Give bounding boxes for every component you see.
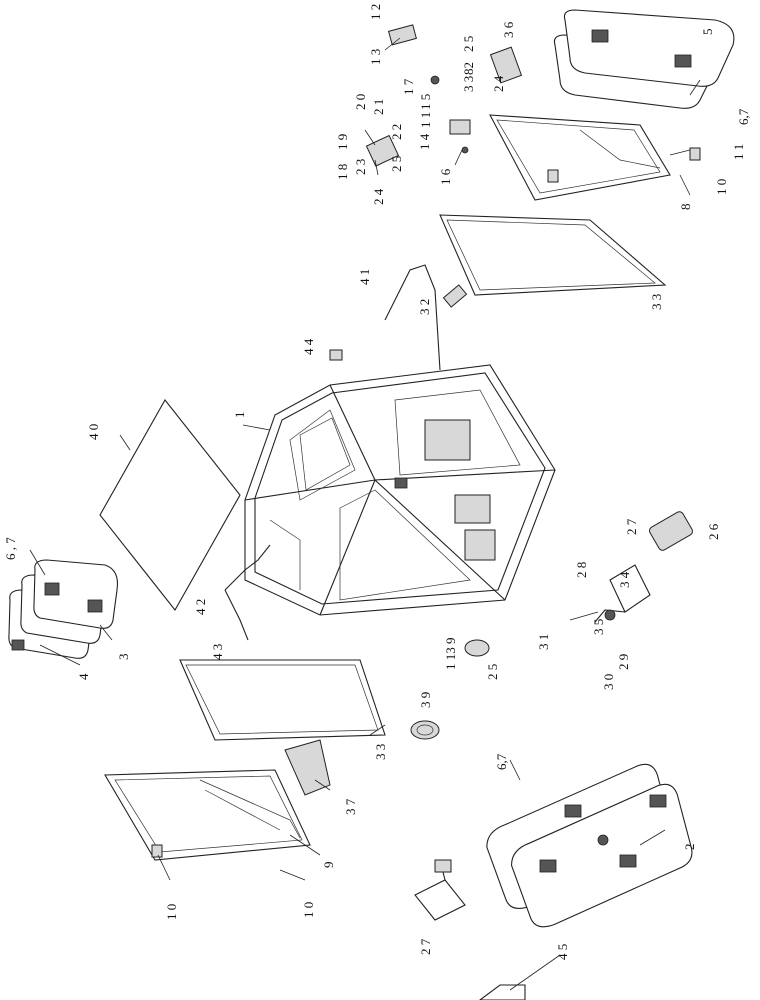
label-3: 3 [116, 654, 131, 661]
label-2-rear: 2 [682, 844, 697, 851]
side-window-seal-right [439, 214, 667, 296]
leader-lines [29, 79, 701, 881]
label-13: 1 3 [368, 49, 383, 65]
label-31: 3 1 [536, 634, 551, 650]
mirror-39-upper [464, 639, 490, 657]
label-18-19: 1 8 [335, 164, 350, 180]
label-34: 3 4 [617, 571, 632, 588]
mirror-39 [410, 720, 440, 740]
cab-frame [244, 364, 556, 616]
label-25-mid: 2 5 [389, 156, 404, 172]
label-42: 4 2 [193, 599, 208, 615]
label-24-mid: 2 4 [371, 188, 386, 205]
handrail-42 [224, 544, 271, 591]
door-right [489, 114, 701, 201]
part-labels: 1 4 0 6 , 7 6 , 7 4 3 4 2 4 3 3 3 3 9 1 … [3, 4, 751, 960]
label-33-lower: 3 3 [373, 744, 388, 760]
label-41: 4 1 [357, 269, 372, 285]
label-44: 4 4 [301, 338, 316, 355]
label-45: 4 5 [555, 944, 570, 960]
label-6-7-upper: 6,7 [736, 108, 751, 125]
roof-panel [99, 399, 241, 611]
side-window-seal-left [179, 659, 386, 741]
label-10-left-b: 1 0 [301, 902, 316, 918]
label-40: 4 0 [86, 424, 101, 440]
door-left [104, 769, 311, 861]
rear-glass-panel [486, 763, 693, 928]
bracket-37 [284, 739, 331, 796]
label-10-right: 1 0 [714, 179, 729, 195]
label-23: 2 3 [353, 159, 368, 175]
label-27-right: 2 7 [624, 518, 639, 535]
label-4: 4 [76, 673, 91, 680]
left-glass-panels [8, 559, 119, 659]
label-11: 1 1 [731, 144, 746, 160]
label-24-upper: 2 4 [491, 75, 506, 92]
label-43: 4 3 [210, 644, 225, 660]
label-29: 2 9 [616, 654, 631, 670]
label-32: 3 2 [417, 299, 432, 315]
label-17: 1 7 [401, 78, 416, 95]
label-20: 2 0 [353, 94, 368, 110]
label-15-upper: 1 5 [418, 94, 433, 110]
label-37: 3 7 [343, 798, 358, 815]
small-hardware-upper [329, 24, 523, 361]
label-22: 2 2 [389, 124, 404, 140]
label-14: 1 4 [417, 133, 432, 150]
label-25-upper: 2 5 [461, 36, 476, 52]
label-1139: 1 13 9 [443, 638, 458, 671]
label-9: 9 [321, 862, 336, 869]
label-19: 1 9 [335, 134, 350, 150]
mirror-assembly-right [569, 511, 693, 623]
mirror-27-lower [414, 859, 466, 921]
label-27-lower: 2 7 [418, 938, 433, 955]
label-11b: 1 1 [418, 112, 433, 128]
label-6-7-left: 6 , 7 [3, 537, 18, 560]
label-21: 2 1 [371, 99, 386, 115]
label-36: 3 6 [501, 21, 516, 38]
plate-45 [479, 984, 526, 1000]
label-82: 82 [461, 62, 476, 75]
label-35: 3 5 [591, 619, 606, 635]
label-16: 1 6 [438, 168, 453, 185]
upper-right-glass-panels [553, 9, 735, 109]
label-33-upper: 3 3 [649, 294, 664, 310]
handrail-41 [384, 264, 441, 371]
label-1: 1 [232, 412, 247, 419]
label-6-7-rear: 6,7 [494, 753, 509, 770]
label-8: 8 [678, 204, 693, 211]
label-5-upper: 5 [700, 29, 715, 36]
label-30: 3 0 [601, 674, 616, 690]
label-33-small: 3 3 [461, 76, 476, 92]
label-39-lower: 3 9 [418, 692, 433, 708]
label-10-left-a: 1 0 [164, 904, 179, 920]
label-12: 1 2 [368, 4, 383, 20]
label-25-lower: 2 5 [485, 664, 500, 680]
label-28: 2 8 [574, 562, 589, 578]
label-26: 2 6 [706, 523, 721, 540]
